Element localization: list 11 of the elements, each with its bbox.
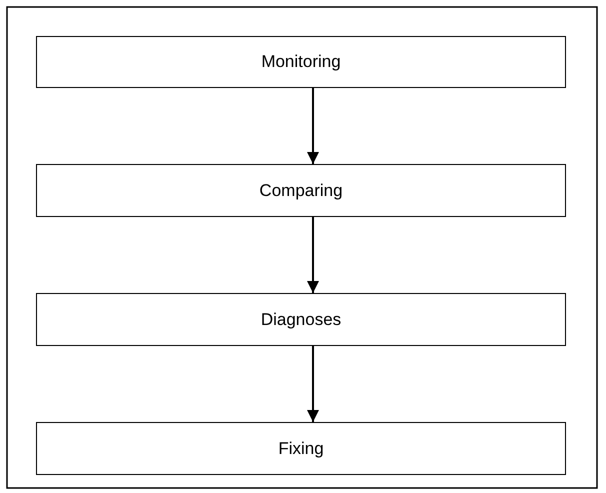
process-box bbox=[36, 422, 566, 475]
step-label: Diagnoses bbox=[260, 310, 342, 330]
arrow bbox=[307, 346, 319, 422]
arrow bbox=[307, 88, 319, 164]
step-label: Comparing bbox=[259, 180, 343, 200]
step-label: Monitoring bbox=[261, 52, 341, 72]
process-box bbox=[36, 36, 566, 88]
process-box bbox=[36, 164, 566, 217]
step-label: Fixing bbox=[278, 438, 324, 458]
process-box bbox=[36, 293, 566, 346]
arrow bbox=[307, 217, 319, 293]
